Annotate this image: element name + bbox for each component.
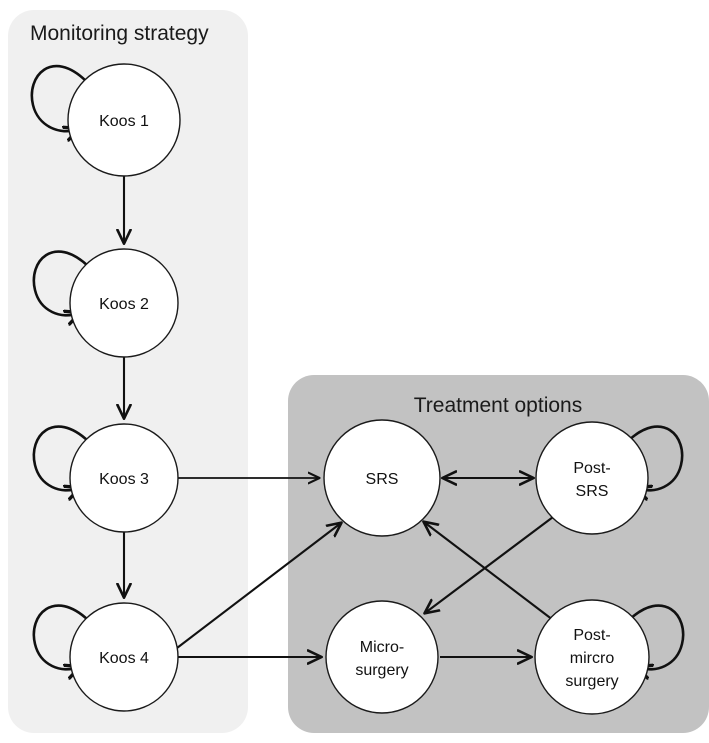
panel-monitoring-label: Monitoring strategy <box>30 22 209 45</box>
edge-postsrs-to-microsurgery <box>425 516 554 613</box>
node-post-micro-surgery-label-line3: surgery <box>565 673 618 690</box>
panel-monitoring-background <box>8 10 248 733</box>
node-koos2-label: Koos 2 <box>99 296 149 313</box>
node-koos3-label: Koos 3 <box>99 471 149 488</box>
node-post-micro-surgery-circle[interactable] <box>534 599 650 715</box>
node-koos1[interactable]: Koos 1 <box>67 63 181 177</box>
node-srs-label: SRS <box>366 471 399 488</box>
node-post-micro-surgery[interactable]: Post- mircro surgery <box>534 599 650 715</box>
node-koos2-circle[interactable] <box>69 248 179 358</box>
node-koos3-circle[interactable] <box>69 423 179 533</box>
node-koos3[interactable]: Koos 3 <box>69 423 179 533</box>
node-post-srs[interactable]: Post- SRS <box>535 421 649 535</box>
node-post-srs-label-line2: SRS <box>576 483 609 500</box>
node-srs-circle[interactable] <box>323 419 441 537</box>
node-post-srs-circle[interactable] <box>535 421 649 535</box>
selfloop-koos3 <box>32 425 89 491</box>
panel-monitoring-strategy: Monitoring strategy <box>8 10 248 733</box>
selfloop-koos4 <box>32 604 89 670</box>
node-micro-surgery-circle[interactable] <box>325 600 439 714</box>
node-koos1-label: Koos 1 <box>99 113 149 130</box>
selfloop-koos2 <box>32 250 89 316</box>
node-post-micro-surgery-label-line2: mircro <box>570 650 615 667</box>
selfloop-postmicro <box>628 604 685 670</box>
node-koos4[interactable]: Koos 4 <box>69 602 179 712</box>
edge-postmicro-to-srs <box>424 522 554 621</box>
node-micro-surgery-label-line1: Micro- <box>360 639 404 656</box>
node-micro-surgery-label-line2: surgery <box>355 662 408 679</box>
node-koos4-circle[interactable] <box>69 602 179 712</box>
selfloop-postsrs <box>627 425 684 491</box>
node-koos4-label: Koos 4 <box>99 650 149 667</box>
selfloop-koos1 <box>30 65 87 131</box>
edge-koos4-to-srs <box>176 523 341 649</box>
node-koos1-circle[interactable] <box>67 63 181 177</box>
node-micro-surgery[interactable]: Micro- surgery <box>325 600 439 714</box>
node-koos2[interactable]: Koos 2 <box>69 248 179 358</box>
node-post-srs-label-line1: Post- <box>573 460 610 477</box>
panel-treatment-label: Treatment options <box>414 394 582 417</box>
node-post-micro-surgery-label-line1: Post- <box>573 627 610 644</box>
node-srs[interactable]: SRS <box>323 419 441 537</box>
